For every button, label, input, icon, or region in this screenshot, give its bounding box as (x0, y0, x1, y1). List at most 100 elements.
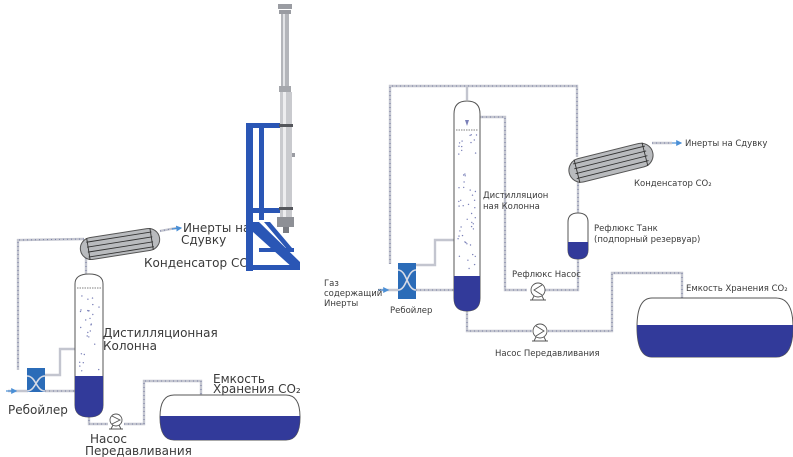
bubble (471, 194, 474, 196)
left-pipes (8, 226, 203, 426)
right-reflux-pump-label: Рефлюкс Насос (512, 270, 581, 280)
bubble (474, 190, 477, 193)
left-column-label: Дистилляционная (103, 326, 218, 340)
right-feed-label-3: Инерты (324, 299, 358, 309)
right-column-label: Дистилляцион (483, 191, 548, 201)
bubble (469, 189, 471, 191)
bubble (81, 295, 83, 297)
right-storage-label: Емкость Хранения CO₂ (686, 284, 788, 294)
bubble (473, 263, 476, 266)
column-photo (246, 4, 300, 271)
right-column-bubbles (457, 134, 478, 270)
support-frame (246, 123, 300, 271)
bubble (472, 223, 474, 225)
bubble (473, 139, 475, 141)
right-reflux-tank (567, 212, 589, 260)
bubble (458, 235, 460, 237)
bubble (466, 243, 468, 245)
right-feed-label-2: содержащий (324, 289, 382, 299)
right-transfer-pump-icon (532, 323, 548, 342)
bubble (462, 205, 464, 207)
bubble (474, 255, 476, 258)
bubble (470, 141, 472, 144)
left-pump-label: Насос (90, 432, 127, 446)
bubble (468, 267, 470, 270)
right-pipes (378, 84, 684, 333)
bubble (460, 226, 462, 228)
right-diagram: Газ содержащий Инерты Ребойлер Дистилляц… (324, 84, 793, 359)
bubble (461, 140, 463, 142)
right-condenser (568, 142, 654, 183)
bubble (462, 174, 465, 176)
bubble (85, 319, 87, 321)
bubble (98, 306, 100, 308)
right-distillation-column (453, 100, 481, 312)
bubble (464, 173, 466, 175)
left-column-label-2: Колонна (103, 339, 157, 353)
right-transfer-pump-label: Насос Передавливания (495, 349, 600, 359)
left-pump-label-2: Передавливания (85, 444, 192, 457)
bubble (474, 207, 476, 209)
left-transfer-pump-icon (109, 413, 123, 430)
bubble (83, 353, 86, 356)
bubble (82, 362, 85, 364)
left-distillation-column (74, 273, 104, 418)
bubble (88, 336, 90, 338)
bubble (465, 241, 467, 244)
left-condenser (79, 227, 161, 261)
bubble (90, 323, 93, 325)
bubble (467, 259, 469, 261)
right-reflux-tank-label-2: (подпорный резервуар) (594, 235, 700, 245)
left-vent-label: Инерты на (183, 221, 250, 235)
bubble (474, 152, 477, 154)
right-condenser-label: Конденсатор CO₂ (634, 179, 712, 189)
bubble (458, 255, 461, 257)
bubble (92, 303, 94, 306)
right-reboiler-label: Ребойлер (390, 306, 432, 316)
bubble (458, 142, 461, 144)
left-vent-arrow-icon (171, 225, 183, 232)
bubble (457, 238, 459, 240)
bubble (461, 145, 463, 148)
bubble (470, 212, 473, 215)
right-storage-tank (636, 297, 793, 358)
bubble (458, 205, 460, 207)
left-column-bubbles (79, 295, 100, 372)
bubble (459, 230, 461, 232)
bubble (89, 330, 92, 332)
right-column-label-2: ная Колонна (483, 202, 540, 212)
bubble (458, 200, 460, 203)
right-reboiler (397, 263, 417, 299)
bubble (464, 175, 466, 177)
bubble (469, 134, 471, 137)
bubble (458, 145, 460, 147)
bubble (94, 343, 96, 345)
bubble (463, 186, 465, 189)
left-storage-tank (159, 394, 301, 441)
left-reboiler-label: Ребойлер (8, 403, 68, 417)
bubble (461, 149, 463, 152)
bubble (460, 199, 462, 201)
right-feed-label: Газ (324, 279, 339, 289)
column-tube (277, 4, 295, 233)
bubble (80, 309, 82, 311)
bubble (461, 234, 464, 237)
bubble (80, 326, 82, 329)
bubble (79, 361, 81, 363)
right-reflux-tank-label: Рефлюкс Танк (594, 224, 658, 234)
bubble (473, 199, 476, 201)
left-diagram: Инерты на Сдувку Конденсатор CO₂ Дистилл… (6, 221, 301, 457)
right-reflux-pump-icon (530, 282, 546, 301)
bubble (86, 335, 88, 337)
bubble (463, 181, 465, 183)
bubble (472, 228, 475, 230)
bubble (474, 217, 476, 219)
bubble (458, 153, 460, 155)
bubble (469, 244, 472, 246)
bubble (79, 365, 81, 367)
left-storage-label: Емкость (213, 372, 265, 386)
right-vent-label: Инерты на Сдувку (685, 139, 767, 149)
bubble (91, 297, 94, 299)
bubble (87, 310, 90, 312)
